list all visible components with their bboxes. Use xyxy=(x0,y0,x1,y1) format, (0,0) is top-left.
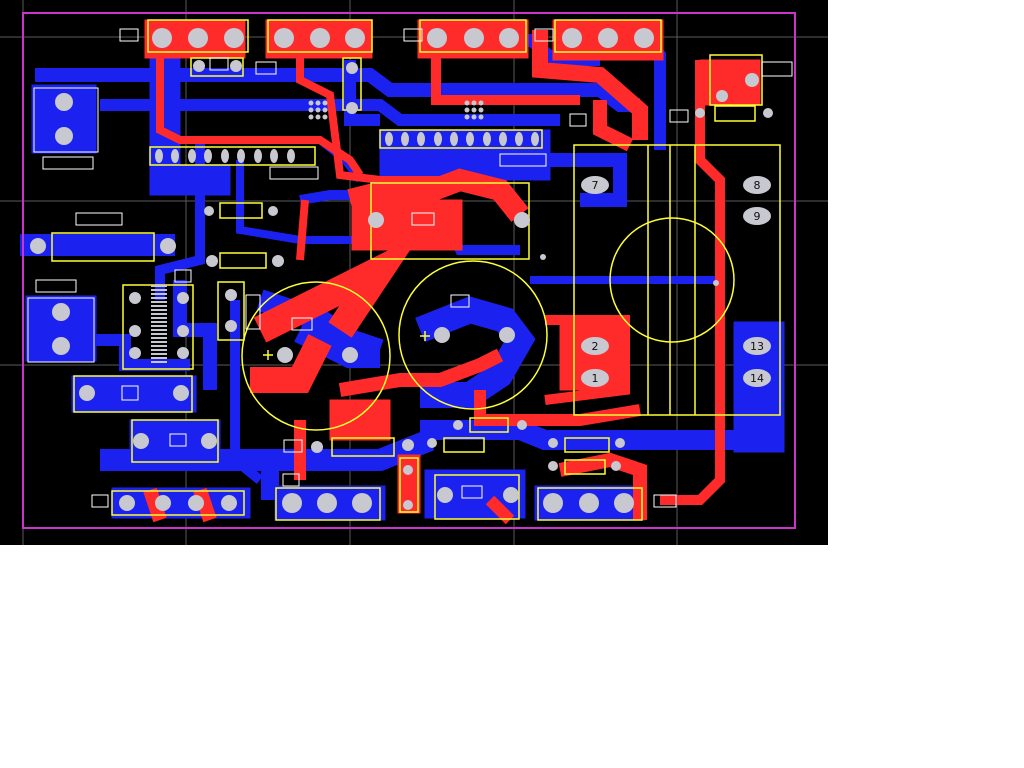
relay-pin-2: 2 xyxy=(592,340,599,353)
relay-pin-labels: 7 8 9 2 1 13 14 xyxy=(592,179,765,385)
relay-pin-8: 8 xyxy=(754,179,761,192)
relay-pin-13: 13 xyxy=(750,340,764,353)
relay-pin-1: 1 xyxy=(592,372,599,385)
relay-pin-9: 9 xyxy=(754,210,761,223)
board-outline xyxy=(22,12,796,529)
capacitor-polarity-marks xyxy=(263,331,430,360)
empty-canvas-area xyxy=(0,545,1024,768)
relay-pin-14: 14 xyxy=(750,372,764,385)
ic-fine-pitch-pads xyxy=(151,285,167,363)
relay-pin-7: 7 xyxy=(592,179,599,192)
keepout-boxes xyxy=(27,28,793,508)
pcb-layout-view: 7 8 9 2 1 13 14 xyxy=(0,0,828,545)
component-pads xyxy=(30,28,773,513)
via-arrays xyxy=(308,100,484,120)
